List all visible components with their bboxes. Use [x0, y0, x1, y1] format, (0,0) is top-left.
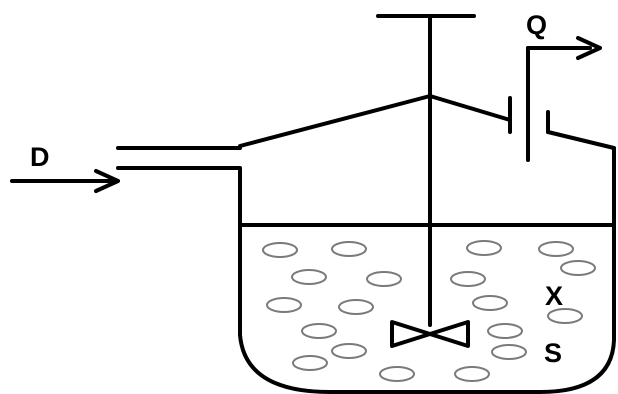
bubbles	[262, 240, 596, 382]
vessel-lid-right-outer	[546, 130, 616, 227]
bubble	[366, 271, 402, 287]
outflow-label: Q	[526, 10, 547, 40]
bubble	[292, 355, 328, 371]
bubble	[450, 271, 486, 287]
vessel-lid-left-upper	[116, 94, 432, 150]
substrate-label: S	[544, 338, 562, 368]
bubble	[301, 323, 337, 339]
vessel-lid-left	[116, 166, 242, 227]
bubble	[262, 242, 298, 258]
bubble	[547, 308, 583, 324]
bubble	[291, 269, 327, 285]
vessel-lid-right	[428, 94, 512, 122]
bubble	[538, 241, 574, 257]
impeller	[390, 320, 470, 348]
feed-label: D	[30, 142, 50, 172]
vessel-body	[238, 223, 616, 394]
bubble	[454, 366, 490, 382]
bubble	[560, 260, 596, 276]
biomass-label: X	[545, 281, 563, 311]
bubble	[487, 323, 523, 339]
bubble	[491, 344, 527, 360]
bubble	[472, 295, 508, 311]
outflow-arrowhead	[576, 36, 602, 60]
bubble	[331, 343, 367, 359]
bubble	[331, 241, 367, 257]
feed-arrowhead	[94, 169, 120, 193]
bubble	[466, 240, 502, 256]
bubble	[266, 297, 302, 313]
bubble	[379, 366, 415, 382]
bubble	[338, 299, 374, 315]
